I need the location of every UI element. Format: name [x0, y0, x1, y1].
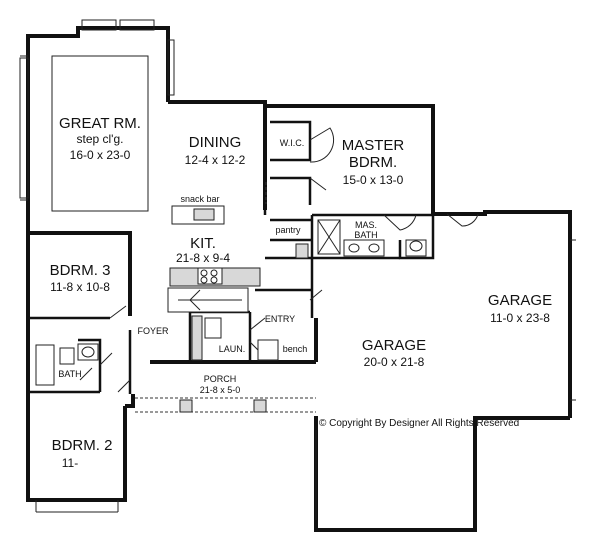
porch-columns [179, 399, 267, 413]
garage-side-name: GARAGE [488, 292, 552, 309]
dashed-lines [135, 182, 316, 413]
label-dining: DINING 12-4 x 12-2 [185, 134, 246, 167]
kitchen-dims: 21-8 x 9-4 [176, 251, 230, 265]
label-bdrm2: BDRM. 2 11- [52, 437, 113, 470]
porch-dims: 21-8 x 5-0 [200, 385, 241, 395]
label-great-room: GREAT RM. step cl'g. 16-0 x 23-0 [59, 115, 141, 162]
copyright-notice: © Copyright By Designer All Rights Reser… [319, 418, 519, 429]
bedroom2-bay [35, 500, 119, 513]
pantry-label: pantry [275, 225, 301, 235]
bdrm2-dims: 11- [62, 456, 78, 470]
label-master: MASTER BDRM. 15-0 x 13-0 [342, 137, 405, 187]
garage-doors [315, 239, 576, 520]
label-kitchen: KIT. 21-8 x 9-4 [176, 235, 230, 265]
garage-main-name: GARAGE [362, 337, 426, 354]
bdrm2-name: BDRM. 2 [52, 437, 113, 454]
garage-side-dims: 11-0 x 23-8 [490, 311, 550, 325]
master-bath-fixtures [317, 219, 427, 257]
master-name1: MASTER [342, 137, 405, 154]
laundry-label: LAUN. [219, 344, 246, 354]
dining-name: DINING [189, 134, 242, 151]
stairs [167, 287, 249, 313]
mas-bath-label-2: BATH [354, 230, 377, 240]
bath-label: BATH [58, 369, 81, 379]
master-dims: 15-0 x 13-0 [343, 173, 404, 187]
bdrm3-dims: 11-8 x 10-8 [50, 280, 110, 294]
master-name2: BDRM. [349, 154, 397, 171]
step-ceiling-outline [51, 55, 149, 212]
kitchen-island [171, 205, 225, 225]
bath-fixtures [35, 343, 99, 386]
garage-main-dims: 20-0 x 21-8 [364, 355, 425, 369]
great-room-bay [19, 19, 175, 201]
mas-bath-label-1: MAS. [355, 220, 377, 230]
great-room-dims: 16-0 x 23-0 [70, 148, 131, 162]
bdrm3-name: BDRM. 3 [50, 262, 111, 279]
great-room-note: step cl'g. [77, 132, 124, 146]
great-room-name: GREAT RM. [59, 115, 141, 132]
bench-fixture [257, 339, 279, 361]
dining-dims: 12-4 x 12-2 [185, 153, 246, 167]
foyer-label: FOYER [137, 326, 169, 336]
entry-label: ENTRY [265, 314, 295, 324]
exterior-walls [26, 26, 572, 532]
wic-label: W.I.C. [280, 138, 305, 148]
porch-name: PORCH [204, 374, 237, 384]
kitchen-name: KIT. [190, 235, 216, 252]
pantry-shelf [295, 243, 309, 259]
kitchen-range [197, 267, 223, 285]
snack-bar-label: snack bar [180, 194, 219, 204]
laundry-fixtures [191, 315, 222, 361]
label-porch: PORCH 21-8 x 5-0 [200, 374, 241, 395]
label-garage-main: GARAGE 20-0 x 21-8 [362, 337, 426, 369]
label-bdrm3: BDRM. 3 11-8 x 10-8 [50, 262, 111, 294]
door-swings [79, 127, 479, 393]
label-garage-side: GARAGE 11-0 x 23-8 [488, 292, 552, 325]
bench-label: bench [283, 344, 308, 354]
